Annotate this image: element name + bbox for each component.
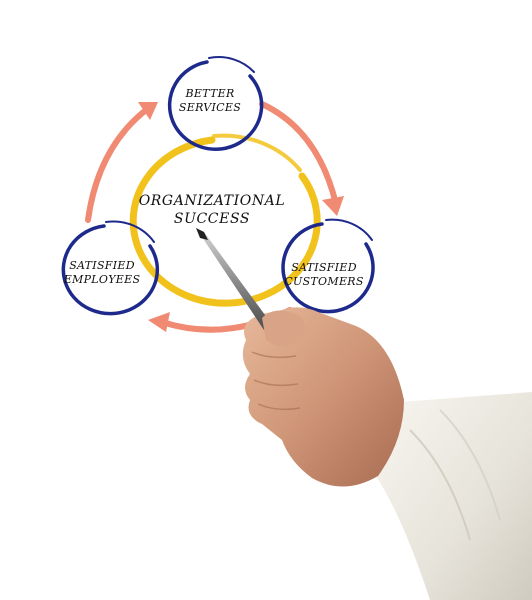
- hand: [242, 307, 404, 487]
- node-left-line2: EMPLOYEES: [63, 273, 141, 286]
- node-better-services: BETTER SERVICES: [167, 56, 264, 151]
- node-top-line2: SERVICES: [179, 101, 241, 114]
- hand-with-pen: [196, 228, 532, 600]
- node-left-line1: SATISFIED: [69, 259, 135, 272]
- node-right-line2: CUSTOMERS: [284, 275, 364, 288]
- pen: [196, 228, 276, 336]
- node-top-line1: BETTER: [184, 87, 234, 100]
- center-label: ORGANIZATIONAL SUCCESS: [139, 193, 286, 227]
- arrow-left-to-top: [85, 102, 158, 223]
- arrow-top-to-right: [259, 101, 344, 216]
- node-satisfied-employees: SATISFIED EMPLOYEES: [61, 220, 160, 316]
- center-ring: [129, 133, 321, 307]
- center-line1: ORGANIZATIONAL: [139, 193, 286, 209]
- node-satisfied-customers: SATISFIED CUSTOMERS: [281, 218, 375, 314]
- node-right-line1: SATISFIED: [291, 261, 357, 274]
- center-line2: SUCCESS: [174, 211, 250, 227]
